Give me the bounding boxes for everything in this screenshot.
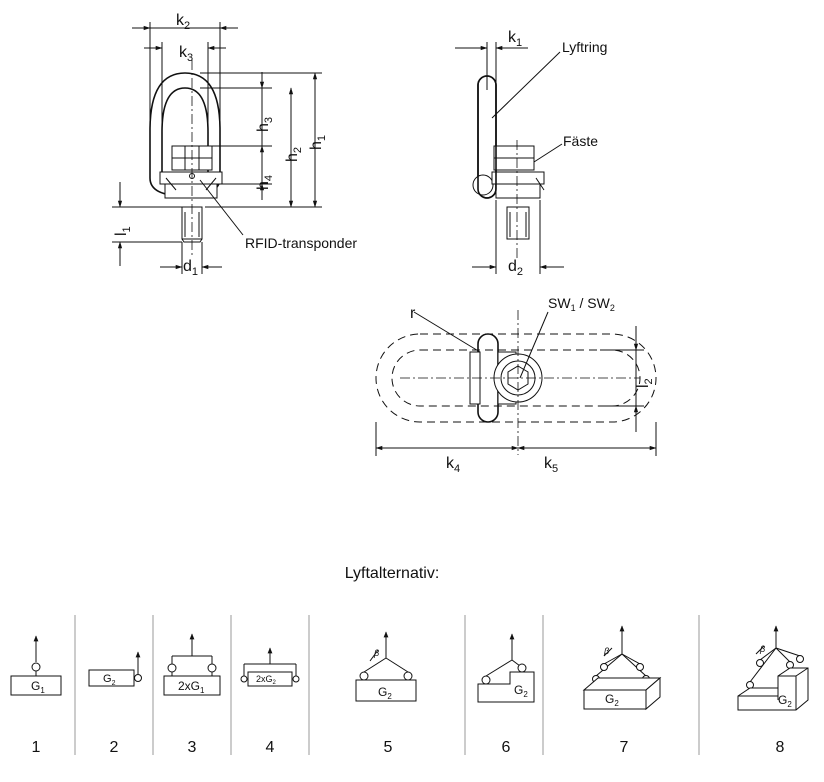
option-6-label: G2 — [514, 683, 528, 699]
dim-r: r — [410, 305, 416, 322]
lift-option-6: G2 — [477, 633, 535, 703]
option-7-angle: β — [603, 646, 609, 656]
lift-option-8: β G2 — [737, 625, 809, 711]
option-numbers: 1 2 3 4 5 6 7 8 — [32, 739, 785, 756]
option-number-3: 3 — [188, 739, 197, 756]
option-2-label: G2 — [103, 673, 116, 687]
dim-h3: h3 — [255, 117, 275, 132]
option-8-label: G2 — [778, 693, 792, 709]
option-4-label: 2xG2 — [256, 674, 277, 686]
lift-option-7: β G2 — [582, 625, 662, 711]
side-view: k1 d2 Lyftring Fäste — [455, 29, 607, 278]
option-number-5: 5 — [384, 739, 393, 756]
separators — [74, 615, 700, 755]
option-number-8: 8 — [776, 739, 785, 756]
dim-h1: h1 — [308, 135, 328, 150]
option-number-4: 4 — [266, 739, 275, 756]
option-number-6: 6 — [502, 739, 511, 756]
lift-option-3: 2xG1 — [163, 633, 221, 696]
lift-option-2: G2 — [88, 651, 142, 687]
dim-k5: k5 — [544, 455, 558, 475]
label-lyftring: Lyftring — [562, 39, 607, 55]
lift-option-1: G1 — [10, 635, 62, 696]
dim-h2: h2 — [284, 147, 304, 162]
top-view: r SW1 / SW2 l2 k4 k5 — [375, 295, 657, 475]
dim-k2: k2 — [176, 12, 190, 32]
dim-h4: h4 — [255, 175, 275, 190]
option-8-angle: β — [759, 644, 765, 654]
label-sw: SW1 / SW2 — [548, 295, 615, 313]
dim-k1: k1 — [508, 29, 522, 49]
dim-k4: k4 — [446, 455, 460, 475]
label-rfid: RFID-transponder — [245, 235, 357, 251]
front-view: k2 k3 h3 h4 h2 h1 l1 — [112, 12, 357, 278]
option-3-label: 2xG1 — [178, 679, 205, 695]
dim-l2: l2 — [635, 378, 655, 388]
option-1-label: G1 — [31, 679, 45, 695]
option-number-2: 2 — [110, 739, 119, 756]
section-title: Lyftalternativ: — [345, 565, 440, 582]
lift-option-4: 2xG2 — [240, 647, 300, 687]
dim-k3: k3 — [179, 44, 193, 64]
dim-l1: l1 — [113, 226, 133, 236]
option-5-angle: β — [373, 648, 379, 658]
dim-d2: d2 — [508, 258, 523, 278]
option-number-7: 7 — [620, 739, 629, 756]
lift-option-5: β G2 — [355, 631, 417, 702]
option-5-label: G2 — [378, 685, 392, 701]
option-7-label: G2 — [605, 692, 619, 708]
dim-d1: d1 — [183, 258, 198, 278]
option-number-1: 1 — [32, 739, 41, 756]
label-faste: Fäste — [563, 133, 598, 149]
